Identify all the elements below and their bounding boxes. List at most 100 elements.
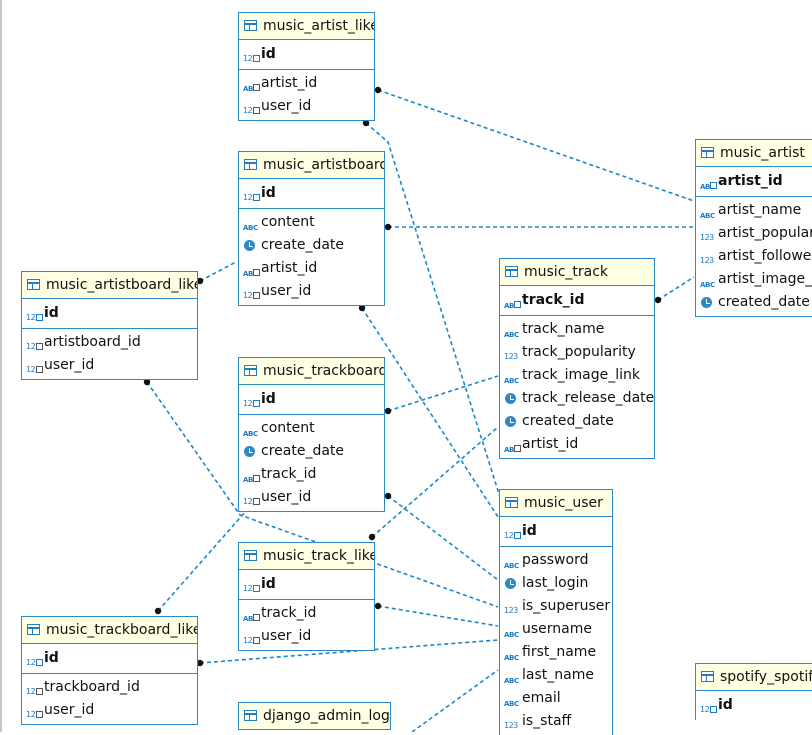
entity-header[interactable]: music_track_like — [239, 543, 374, 570]
rel-trackboard-user[interactable] — [387, 495, 499, 581]
rel-trackboard-like-user[interactable] — [199, 639, 499, 664]
attr-create-date[interactable]: create_date — [239, 440, 384, 463]
attr-artist-id[interactable]: artist_id — [696, 170, 812, 193]
attr-first-name[interactable]: first_name — [500, 641, 612, 664]
rel-artistboard-like-board[interactable] — [199, 261, 237, 282]
attr-artist-popularity[interactable]: artist_popularity — [696, 222, 812, 245]
entity-title: spotify_spotify — [720, 669, 812, 685]
numeric-type-icon — [243, 577, 260, 596]
attr-user-id[interactable]: user_id — [239, 95, 374, 118]
attr-last-login[interactable]: last_login — [500, 572, 612, 595]
entity-header[interactable]: spotify_spotify — [696, 664, 812, 691]
attr-user-id[interactable]: user_id — [239, 486, 384, 509]
attr-label: id — [44, 305, 59, 321]
entity-music-artistboard[interactable]: music_artistboardid contentcreate_dateart… — [238, 151, 385, 306]
attr-track-id[interactable]: track_id — [239, 463, 384, 486]
attr-artist-id[interactable]: artist_id — [239, 257, 384, 280]
entity-music-track[interactable]: music_track track_id track_nametrack_popul… — [499, 258, 655, 459]
attr-is-superuser[interactable]: is_superuser — [500, 595, 612, 618]
attr-user-id[interactable]: user_id — [239, 280, 384, 303]
entity-header[interactable]: music_artist_like — [239, 13, 374, 40]
entity-spotify-spotify[interactable]: spotify_spotifyid — [695, 663, 812, 720]
attr-id[interactable]: id — [22, 302, 197, 325]
text-type-icon — [504, 646, 520, 664]
numeric-type-icon — [504, 524, 521, 543]
entity-music-artistboard-like[interactable]: music_artistboard_likeid artistboard_idus… — [21, 271, 198, 380]
attr-created-date[interactable]: created_date — [696, 291, 812, 314]
attr-user-id[interactable]: user_id — [239, 625, 374, 648]
attr-track-popularity[interactable]: track_popularity — [500, 341, 654, 364]
attr-id[interactable]: id — [22, 647, 197, 670]
attr-id[interactable]: id — [696, 694, 812, 717]
attr-email[interactable]: email — [500, 687, 612, 710]
attr-last-name[interactable]: last_name — [500, 664, 612, 687]
attr-created-date[interactable]: created_date — [500, 410, 654, 433]
attr-artist-id[interactable]: artist_id — [239, 72, 374, 95]
attr-track-image-link[interactable]: track_image_link — [500, 364, 654, 387]
rel-artistboard-like-user-endpoint — [143, 378, 151, 386]
entity-music-artist[interactable]: music_artist artist_id artist_name artist_p… — [695, 139, 812, 317]
attr-artist-followers[interactable]: artist_followers — [696, 245, 812, 268]
attr-artist-name[interactable]: artist_name — [696, 199, 812, 222]
attr-track-id[interactable]: track_id — [239, 602, 374, 625]
primary-key-section: id — [500, 517, 612, 547]
rel-artistboard-like-user[interactable] — [146, 381, 499, 608]
attr-label: last_login — [522, 575, 589, 591]
rel-artist-like-user[interactable] — [365, 122, 512, 533]
entity-header[interactable]: music_artistboard_like — [22, 272, 197, 299]
entity-django-admin-log[interactable]: django_admin_log — [238, 702, 391, 730]
attr-label: artist_id — [718, 173, 783, 189]
rel-admin-log-user[interactable] — [411, 669, 499, 732]
attr-artistboard-id[interactable]: artistboard_id — [22, 331, 197, 354]
attr-track-name[interactable]: track_name — [500, 318, 654, 341]
foreign-key-icon — [253, 498, 260, 505]
rel-artistboard-user[interactable] — [361, 307, 512, 538]
table-icon — [701, 147, 714, 158]
entity-header[interactable]: music_trackboard_like — [22, 617, 197, 644]
columns-section: trackboard_id user_id — [22, 674, 197, 724]
attr-password[interactable]: password — [500, 549, 612, 572]
attr-is-staff[interactable]: is_staff — [500, 710, 612, 733]
attr-user-id[interactable]: user_id — [22, 699, 197, 722]
attr-id[interactable]: id — [500, 520, 612, 543]
entity-header[interactable]: django_admin_log — [239, 703, 390, 730]
entity-music-trackboard[interactable]: music_trackboardid contentcreate_datetrac… — [238, 357, 385, 512]
rel-artist-like-artist[interactable] — [377, 89, 695, 202]
text-type-icon — [243, 468, 260, 486]
entity-header[interactable]: music_artistboard — [239, 152, 384, 179]
entity-title: music_trackboard — [263, 363, 384, 379]
attr-track-id[interactable]: track_id — [500, 289, 654, 312]
attr-artist-id[interactable]: artist_id — [500, 433, 654, 456]
attr-label: trackboard_id — [44, 679, 140, 695]
attr-trackboard-id[interactable]: trackboard_id — [22, 676, 197, 699]
rel-track-like-track[interactable] — [371, 426, 499, 538]
attr-content[interactable]: content — [239, 417, 384, 440]
attr-label: artist_name — [718, 202, 802, 218]
entity-music-trackboard-like[interactable]: music_trackboard_likeid trackboard_iduser… — [21, 616, 198, 725]
attr-track-release-date[interactable]: track_release_date — [500, 387, 654, 410]
attr-label: track_release_date — [522, 390, 654, 406]
attr-content[interactable]: content — [239, 211, 384, 234]
rel-track-like-user[interactable] — [377, 605, 499, 627]
entity-header[interactable]: music_artist — [696, 140, 812, 167]
entity-header[interactable]: music_user — [500, 490, 612, 517]
entity-title: music_user — [524, 495, 603, 511]
attr-id[interactable]: id — [239, 43, 374, 66]
attr-id[interactable]: id — [239, 573, 374, 596]
rel-track-artist[interactable] — [657, 276, 695, 301]
entity-header[interactable]: music_track — [500, 259, 654, 286]
entity-music-user[interactable]: music_userid password last_login is_superus… — [499, 489, 613, 735]
attr-user-id[interactable]: user_id — [22, 354, 197, 377]
table-icon — [505, 497, 518, 508]
attr-create-date[interactable]: create_date — [239, 234, 384, 257]
rel-trackboard-like-board[interactable] — [157, 510, 247, 612]
attr-id[interactable]: id — [239, 388, 384, 411]
entity-header[interactable]: music_trackboard — [239, 358, 384, 385]
entity-music-artist-like[interactable]: music_artist_likeid artist_iduser_id — [238, 12, 375, 121]
rel-trackboard-track[interactable] — [387, 375, 499, 412]
entity-music-track-like[interactable]: music_track_likeid track_iduser_id — [238, 542, 375, 651]
attr-id[interactable]: id — [239, 182, 384, 205]
attr-username[interactable]: username — [500, 618, 612, 641]
attr-artist-image-link[interactable]: artist_image_link — [696, 268, 812, 291]
